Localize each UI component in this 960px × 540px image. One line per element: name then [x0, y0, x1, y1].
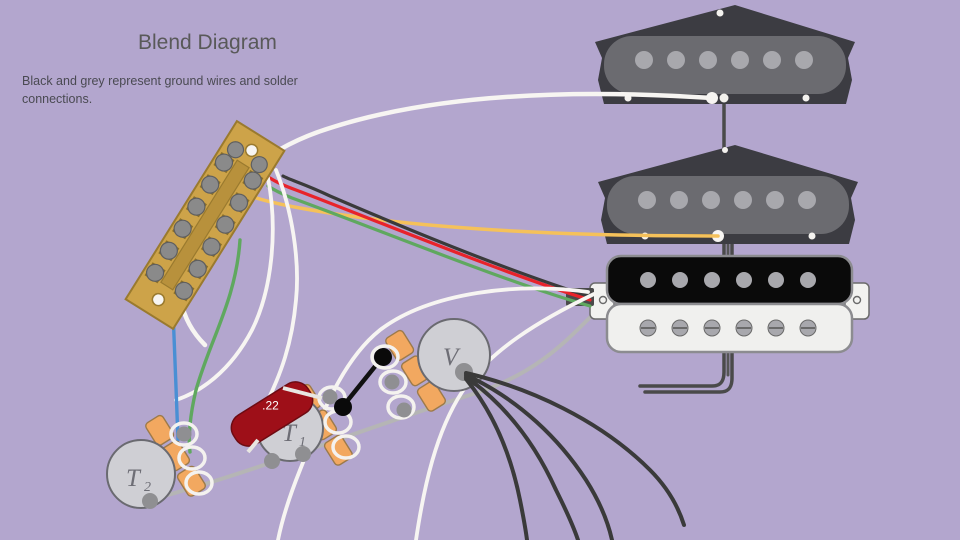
wire-switch-white-loop — [266, 168, 299, 402]
pot-tone1-solder-1 — [322, 389, 338, 405]
pickup-neck[interactable] — [595, 5, 855, 104]
capacitor[interactable]: .22 — [225, 375, 318, 452]
pickup-middle-screw-top — [722, 147, 728, 153]
pot-tone2-body — [106, 439, 176, 509]
switch-mount-hole-left — [151, 292, 166, 307]
pickup-ground-vertical-b — [643, 234, 734, 394]
ground-lead-2 — [464, 373, 614, 540]
pot-volume-eyelet-1 — [370, 344, 400, 370]
capacitor-lead-bottom — [246, 438, 260, 454]
capacitor-lead-top — [282, 386, 323, 400]
humbucker-white-poles — [639, 319, 817, 337]
pickup-bridge-humbucker[interactable] — [566, 254, 870, 354]
pot-volume-eyelet-3 — [386, 394, 416, 420]
pot-tone1[interactable]: T 1 .22 — [225, 375, 361, 469]
page-title: Blend Diagram — [138, 31, 277, 54]
pot-tone1-eyelet-3 — [331, 434, 361, 460]
humbucker-tab-left-hole — [598, 295, 608, 305]
pickup-neck-poles — [635, 51, 813, 69]
pot-volume-lugs — [385, 329, 446, 412]
pickup-middle-cover — [607, 176, 849, 234]
switch-center-rail — [160, 159, 250, 291]
pickup-middle-poles — [638, 191, 816, 209]
pot-tone2-eyelet-3 — [184, 470, 214, 496]
wire-humbucker-white — [276, 286, 590, 540]
switch-lugs-upper — [144, 152, 235, 284]
capacitor-body — [230, 381, 314, 447]
pot-tone1-label: T — [282, 420, 298, 447]
pickup-neck-cover — [604, 36, 846, 94]
pickup-middle[interactable] — [598, 145, 858, 244]
pot-tone2-eyelet-1 — [169, 421, 199, 447]
pot-tone2[interactable]: T 2 — [106, 414, 214, 509]
pot-tone2-eyelet-2 — [177, 445, 207, 471]
switch-lug-end-upper — [226, 141, 245, 159]
jumper-solder-volume-end — [374, 348, 392, 366]
pickup-middle-screw-right — [808, 232, 816, 240]
pot-volume-solder-3 — [396, 402, 412, 418]
pot-tone1-case-solder-a — [295, 446, 311, 462]
pot-tone2-solder-1 — [176, 426, 192, 442]
wire-middle-hot-orange — [248, 194, 720, 238]
switch-mount-hole-right — [244, 143, 259, 158]
pot-tone1-case-solder-b — [264, 453, 280, 469]
capacitor-value: .22 — [262, 399, 279, 413]
pot-tone2-sublabel: 2 — [144, 480, 151, 495]
output-jack-wire-group — [464, 371, 686, 540]
page-subtitle-line2: connections. — [22, 92, 92, 106]
pot-volume-eyelet-2 — [378, 369, 408, 395]
pickup-neck-screw-top — [716, 9, 724, 17]
ground-lead-1 — [464, 371, 686, 527]
ground-lead-3 — [464, 375, 580, 540]
wire-humbucker-green — [266, 184, 592, 308]
wire-volume-output-white — [414, 292, 596, 540]
humbucker-tab-right-hole — [852, 295, 862, 305]
page-subtitle-line1: Black and grey represent ground wires an… — [22, 74, 298, 88]
humbucker-black-poles — [640, 272, 816, 288]
wire-tone1-to-volume-jumper — [342, 357, 383, 407]
humbucker-coil-white — [605, 302, 854, 354]
pot-tone2-case-solder — [142, 493, 158, 509]
switch-lugs-lower — [173, 170, 264, 302]
pot-volume-solder-2 — [384, 374, 400, 390]
pickup-neck-screw-right — [802, 94, 810, 102]
ground-lead-4 — [464, 377, 529, 540]
wire-white-loop-lower — [174, 176, 275, 402]
pot-tone2-label: T — [126, 465, 142, 492]
pot-tone1-sublabel: 1 — [299, 435, 306, 450]
wire-humbucker-black — [281, 174, 590, 298]
pickup-ground-vertical-a — [638, 96, 726, 388]
pot-volume-label: V — [443, 344, 461, 371]
five-way-switch[interactable] — [124, 119, 286, 331]
pickup-neck-ground-terminal — [719, 93, 729, 103]
switch-lug-end-lower — [250, 155, 268, 174]
jumper-solder-tone1-end — [334, 398, 352, 416]
